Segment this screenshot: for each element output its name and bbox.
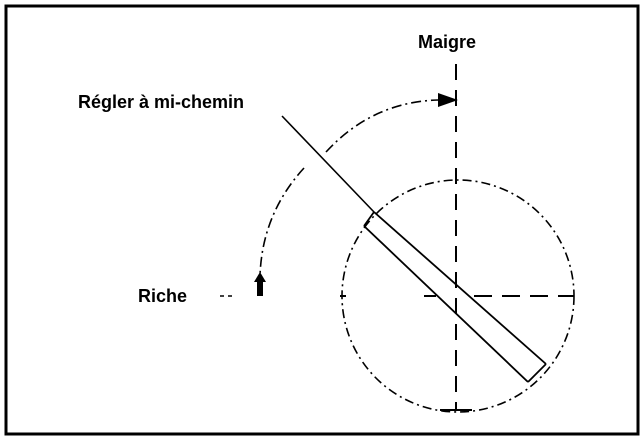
slot-edge-upper — [373, 211, 547, 365]
arrow-maigre-icon — [438, 93, 458, 107]
regler-leader-line — [281, 115, 375, 213]
arc-to-riche — [259, 167, 305, 277]
diagram-border — [4, 4, 640, 436]
arc-to-maigre — [325, 99, 439, 153]
arrow-riche-shaft-icon — [257, 282, 263, 296]
label-riche: Riche — [138, 286, 187, 306]
slot-edge-lower — [363, 225, 529, 383]
slot-cap-top — [363, 211, 375, 227]
arrow-riche-head-icon — [254, 272, 266, 282]
label-maigre: Maigre — [418, 32, 476, 52]
label-regler-a-mi-chemin: Régler à mi-chemin — [78, 92, 244, 112]
slot-cap-bottom — [527, 363, 547, 383]
